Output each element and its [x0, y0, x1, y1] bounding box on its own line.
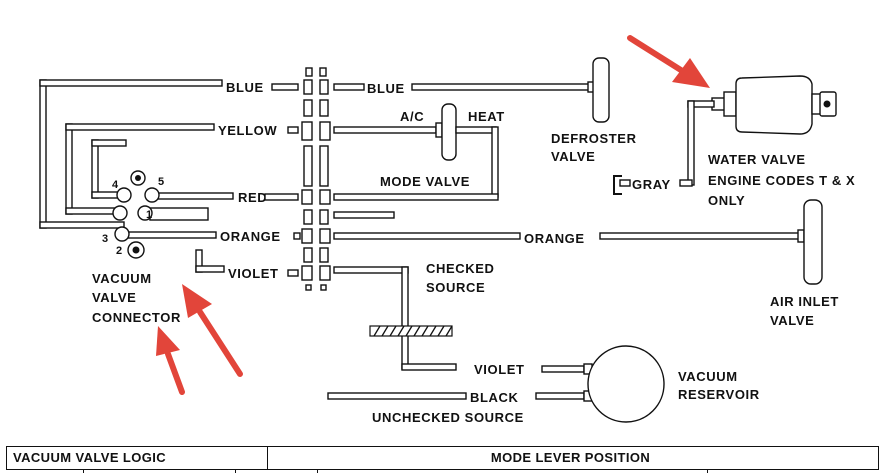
unchecked-source-label: UNCHECKED SOURCE	[372, 410, 524, 425]
water-valve-label-line3: ONLY	[708, 193, 745, 208]
hose-label-gray: GRAY	[632, 177, 671, 192]
defroster-valve	[592, 57, 610, 123]
water-valve-label-line1: WATER VALVE	[708, 152, 806, 167]
port-label-2: 2	[116, 245, 122, 257]
air-inlet-valve	[803, 199, 823, 285]
checked-source-line2: SOURCE	[426, 280, 485, 295]
air-inlet-label-line1: AIR INLET	[770, 294, 839, 309]
vacuum-valve-connector: 4 5 1 3 2	[102, 170, 164, 259]
port-label-5: 5	[158, 176, 164, 188]
hose-label-black: BLACK	[470, 390, 519, 405]
hose-label-violet-left: VIOLET	[228, 266, 279, 281]
defroster-label-line1: DEFROSTER	[551, 131, 637, 146]
vacuum-reservoir	[587, 345, 665, 423]
hose-label-blue-left: BLUE	[226, 80, 264, 95]
water-valve	[711, 75, 837, 135]
hose-label-orange-right: ORANGE	[524, 231, 585, 246]
connector-label-line2: VALVE	[92, 290, 136, 305]
water-valve-label-line2: ENGINE CODES T & X	[708, 173, 855, 188]
port-label-3: 3	[102, 233, 108, 245]
firewall-section	[369, 325, 453, 337]
reservoir-label-line1: VACUUM	[678, 369, 738, 384]
hose-label-blue-right: BLUE	[367, 81, 405, 96]
defroster-label-line2: VALVE	[551, 149, 595, 164]
mode-heat-label: HEAT	[468, 109, 505, 124]
left-hose-loops	[39, 79, 234, 273]
port-label-1: 1	[146, 209, 152, 221]
annotation-arrows	[156, 35, 710, 395]
table-title: VACUUM VALVE LOGIC	[7, 447, 268, 469]
hose-label-red: RED	[238, 190, 267, 205]
vacuum-valve-logic-table: VACUUM VALVE LOGIC MODE LEVER POSITION	[6, 446, 879, 473]
hose-label-violet-reservoir: VIOLET	[474, 362, 525, 377]
hose-label-yellow: YELLOW	[218, 123, 277, 138]
mode-ac-label: A/C	[400, 109, 424, 124]
mode-valve-label: MODE VALVE	[380, 174, 470, 189]
table-header-mode-lever: MODE LEVER POSITION	[490, 450, 651, 465]
connector-label-line3: CONNECTOR	[92, 310, 181, 325]
hose-label-orange-left: ORANGE	[220, 229, 281, 244]
mode-valve	[441, 103, 457, 161]
port-label-4: 4	[112, 179, 119, 191]
checked-source-line1: CHECKED	[426, 261, 494, 276]
connector-label-line1: VACUUM	[92, 271, 152, 286]
central-bulkhead-fittings	[301, 67, 331, 291]
air-inlet-label-line2: VALVE	[770, 313, 814, 328]
reservoir-label-line2: RESERVOIR	[678, 387, 760, 402]
